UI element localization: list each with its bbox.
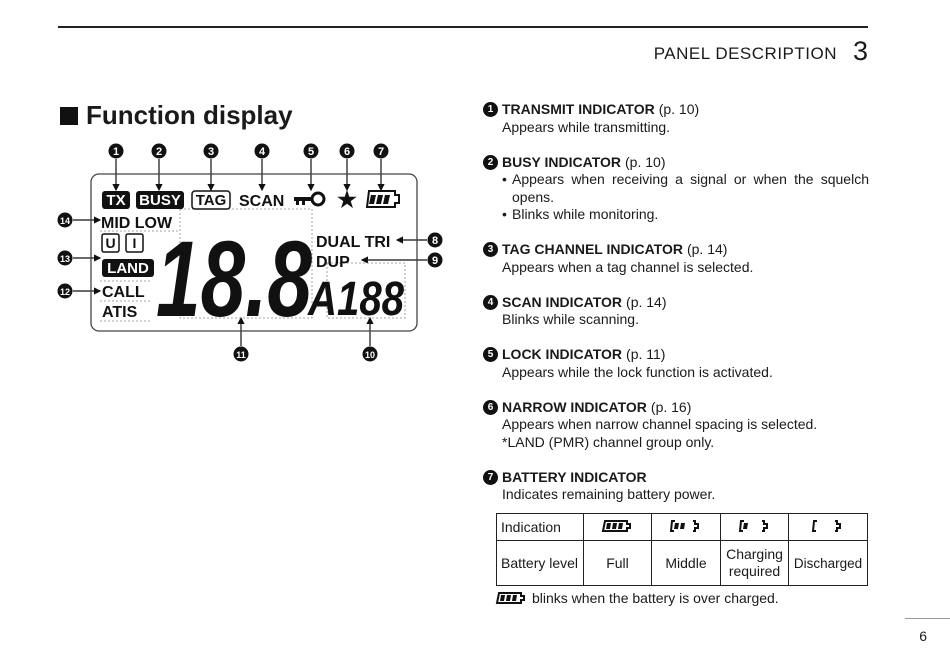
section-header: PANEL DESCRIPTION <box>653 44 837 63</box>
svg-text:9: 9 <box>432 255 438 267</box>
svg-text:2: 2 <box>156 146 162 158</box>
svg-text:7: 7 <box>378 146 384 158</box>
svg-text:12: 12 <box>60 287 70 297</box>
callout-1: 1 <box>108 143 124 159</box>
section-title: Function display <box>60 100 293 131</box>
callout-9: 9 <box>427 252 443 268</box>
sub-channel-digits: A188 <box>307 273 404 326</box>
callout-11: 11 <box>233 346 249 362</box>
level-full: Full <box>583 540 652 586</box>
section-title-text: Function display <box>86 100 293 130</box>
battery-middle-icon <box>651 513 721 541</box>
svg-text:1: 1 <box>113 146 119 158</box>
page-number: 6 <box>919 628 927 644</box>
battery-full-icon <box>583 513 652 541</box>
level-charging-required: Charging required <box>720 540 789 586</box>
battery-level-header: Battery level <box>496 540 584 586</box>
battery-bar <box>512 595 517 601</box>
main-channel-digits: 18.8 <box>156 218 312 339</box>
battery-bar <box>506 595 511 601</box>
callout-4: 4 <box>254 143 270 159</box>
svg-text:6: 6 <box>344 146 350 158</box>
svg-text:14: 14 <box>60 216 70 226</box>
battery-bar <box>500 595 505 601</box>
page-rule <box>905 618 950 619</box>
item-number: 6 <box>483 399 498 415</box>
svg-text:BUSY: BUSY <box>139 192 181 209</box>
battery-note: blinks when the battery is over charged. <box>495 590 779 606</box>
callout-13: 13 <box>57 250 73 266</box>
battery-bar <box>611 522 617 529</box>
svg-text:4: 4 <box>259 146 266 158</box>
level-middle: Middle <box>651 540 721 586</box>
black-square-icon <box>60 106 78 125</box>
atis-indicator: ATIS <box>102 304 138 321</box>
item-number: 1 <box>483 102 498 118</box>
call-indicator: CALL <box>102 284 145 301</box>
battery-icon <box>365 190 400 208</box>
svg-text:10: 10 <box>365 350 375 360</box>
battery-bar <box>674 522 679 529</box>
svg-text:TAG: TAG <box>196 192 227 209</box>
scan-indicator: SCAN <box>239 193 284 210</box>
svg-text:LAND: LAND <box>107 260 149 277</box>
callout-10: 10 <box>362 346 378 362</box>
key-icon <box>294 191 326 207</box>
battery-low-icon <box>720 513 789 541</box>
callout-2: 2 <box>151 143 167 159</box>
i-indicator: I <box>133 235 137 251</box>
function-display-diagram: 1 2 3 4 5 6 7 8 9 10 11 12 13 14 <box>57 143 443 362</box>
chapter-number: 3 <box>852 36 868 66</box>
svg-text:3: 3 <box>208 146 214 158</box>
item-number: 5 <box>483 347 498 363</box>
tag-indicator <box>191 190 231 210</box>
lcd-frame <box>90 173 418 332</box>
callout-8: 8 <box>427 232 443 248</box>
header-rule <box>58 26 868 28</box>
svg-text:8: 8 <box>432 235 438 247</box>
battery-full-icon <box>495 592 525 604</box>
mid-low-indicator: MID LOW <box>101 215 173 232</box>
callout-5: 5 <box>303 143 319 159</box>
battery-bar <box>680 522 685 529</box>
callout-7: 7 <box>373 143 389 159</box>
level-discharged: Discharged <box>788 540 868 586</box>
battery-bar <box>742 522 748 529</box>
land-indicator <box>102 259 154 277</box>
dup-indicator: DUP <box>316 254 350 271</box>
u-indicator: U <box>105 235 115 251</box>
item-number: 4 <box>483 294 498 310</box>
svg-text:13: 13 <box>60 254 70 264</box>
dual-tri-indicator: DUAL TRI <box>316 234 390 251</box>
battery-table: Indication Battery level Full Middle Cha… <box>496 513 868 586</box>
callout-12: 12 <box>57 283 73 299</box>
battery-bar <box>605 522 611 529</box>
callout-3: 3 <box>203 143 219 159</box>
item-number: 7 <box>483 469 498 485</box>
item-number: 2 <box>483 154 498 170</box>
svg-text:11: 11 <box>236 350 246 360</box>
battery-empty-icon <box>788 513 868 541</box>
svg-text:TX: TX <box>106 192 125 209</box>
item-number: 3 <box>483 242 498 258</box>
callout-6: 6 <box>339 143 355 159</box>
svg-text:5: 5 <box>308 146 314 158</box>
tx-indicator <box>102 191 130 209</box>
indication-header: Indication <box>496 513 584 541</box>
star-icon: ★ <box>337 187 357 212</box>
callout-14: 14 <box>57 212 73 228</box>
battery-bar <box>617 522 623 529</box>
busy-indicator <box>136 191 184 209</box>
